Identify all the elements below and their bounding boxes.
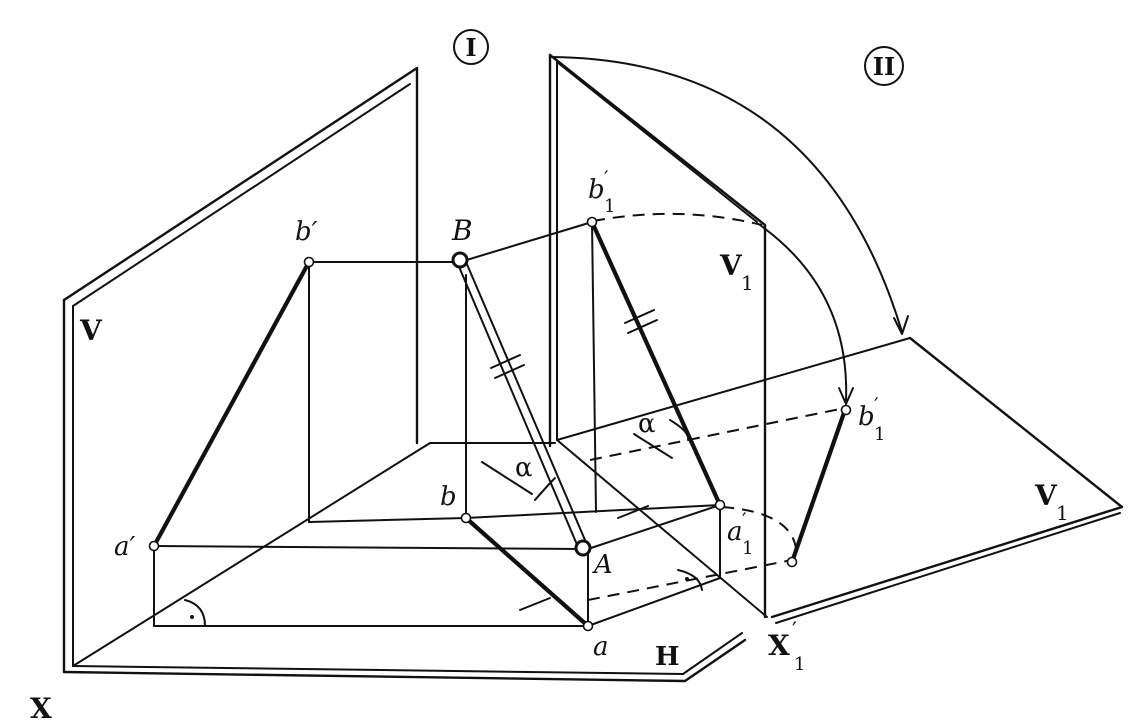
plane-v [62,66,419,674]
point-a1 [714,499,726,511]
point-b1-rotated [840,404,852,416]
point-b-prime [303,256,315,268]
horizontal-projection [153,274,721,629]
axis-x-label: X [30,692,52,725]
plane-h-label: H [655,642,680,672]
segment-ab [456,261,589,548]
point-b-label: b [440,482,457,512]
rotation-arcs [551,56,909,405]
point-b-prime-label: b′ [295,217,318,247]
roman-2-circle [864,46,904,86]
point-b1-rotated-prime: ′ [874,393,879,417]
points [148,216,852,632]
point-a1-prime: ′ [742,508,747,532]
axis-x1-prime: ′ [792,619,797,644]
point-a1-sub: 1 [742,538,753,559]
point-a-prime [148,540,160,552]
v1-projection [459,212,848,601]
equal-marks [481,309,673,611]
point-a1-rotated [786,556,798,568]
point-b1 [586,216,598,228]
plane-v1-lower-sub: 1 [1056,501,1069,525]
point-big-a [574,539,592,557]
point-b [460,512,472,524]
plane-v1-upper-sub: 1 [741,271,754,295]
angle-arcs [184,419,703,627]
front-projection [151,259,585,627]
roman-1-circle [453,29,489,65]
plane-v-label: V [79,314,103,347]
point-b1-rotated-sub: 1 [874,424,885,445]
point-big-a-label: A [592,550,613,580]
roman-2-label: II [873,52,895,81]
axis-x1-label: X [768,629,790,662]
plane-h [62,442,747,683]
point-b1-label: b [588,175,605,205]
point-b1-sub: 1 [604,196,615,217]
point-a-label: a [593,632,609,662]
point-a-prime-label: a′ [114,532,136,562]
angle-alpha-1-label: α [515,453,533,483]
plane-v1-rotated [770,336,1124,624]
plane-v1-vertical [548,53,911,619]
point-big-b-label: B [451,214,473,247]
point-b1-prime: ′ [604,166,609,190]
plane-v1-upper-label: V [719,249,743,282]
labels: I II V V 1 V 1 H X X ′ 1 B A a b b′ a′ b… [30,29,1069,725]
angle-alpha-2-label: α [638,409,656,439]
axis-x1-sub: 1 [794,654,805,675]
roman-1-label: I [465,33,476,62]
point-a1-label: a [727,517,743,547]
plane-v1-lower-label: V [1034,479,1058,512]
point-b1-rotated-label: b [858,402,875,432]
point-a [582,620,594,632]
point-big-b [451,251,469,269]
